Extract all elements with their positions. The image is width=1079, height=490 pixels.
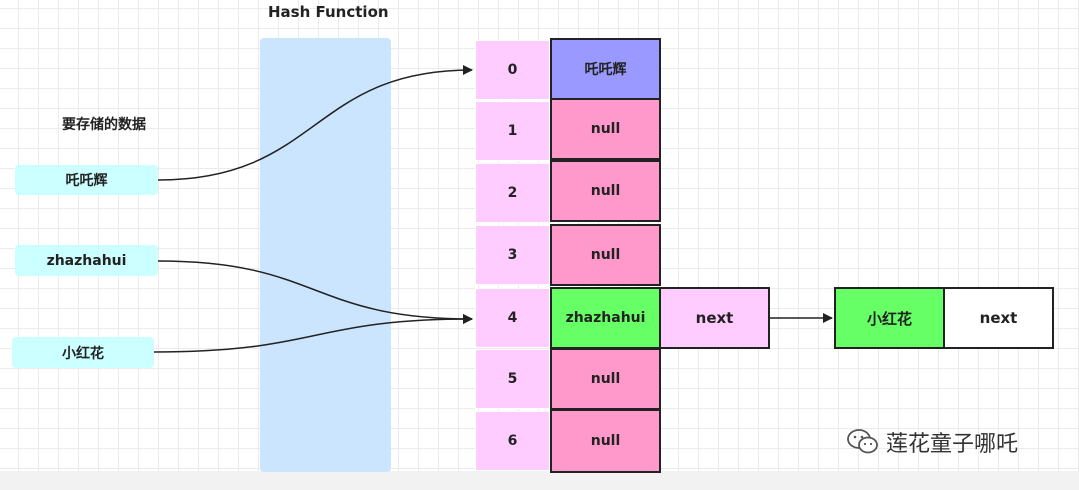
- watermark-text: 莲花童子哪吒: [886, 432, 1019, 457]
- keys-label: 要存储的数据: [62, 117, 146, 133]
- chain-node-value: 小红花: [834, 287, 945, 349]
- slot-2: null: [550, 160, 661, 222]
- arrow-key0-to-index0: [157, 65, 473, 181]
- arrow-key2-to-index4: [153, 314, 473, 353]
- key-box-xiaohonghua: 小红花: [12, 337, 154, 368]
- hash-function-title: Hash Function: [268, 3, 389, 21]
- index-0: 0: [475, 40, 550, 100]
- slot-1: null: [550, 98, 661, 160]
- wechat-icon: [847, 429, 878, 454]
- hash-function-box: [260, 38, 391, 472]
- slot-4-next: next: [659, 287, 770, 349]
- index-5: 5: [475, 349, 550, 409]
- index-6: 6: [475, 411, 550, 471]
- slot-0: 吒吒辉: [550, 38, 661, 100]
- key-box-zhazhahui: zhazhahui: [15, 245, 158, 276]
- index-3: 3: [475, 225, 550, 285]
- index-4: 4: [475, 288, 550, 348]
- key-box-zhazhahui-cn: 吒吒辉: [15, 165, 158, 195]
- slot-3: null: [550, 224, 661, 286]
- index-1: 1: [475, 101, 550, 161]
- watermark: 莲花童子哪吒: [846, 426, 1018, 458]
- index-2: 2: [475, 163, 550, 223]
- arrow-key1-to-index4: [157, 260, 473, 324]
- slot-6: null: [550, 409, 661, 473]
- slot-5: null: [550, 348, 661, 410]
- bottom-bar: [0, 471, 1079, 490]
- slot-4: zhazhahui: [550, 287, 661, 349]
- chain-node-next: next: [943, 287, 1054, 349]
